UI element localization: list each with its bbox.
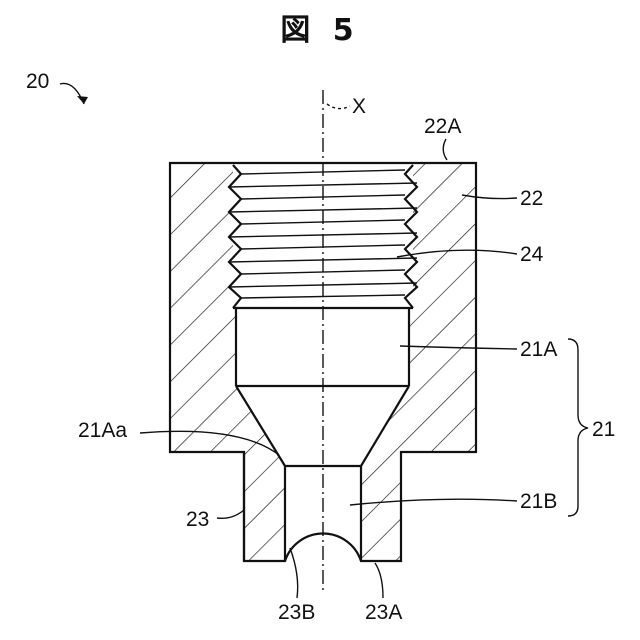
label-body: 22 [520, 187, 543, 210]
tip-leader [217, 510, 244, 518]
label-group: 21 [592, 418, 615, 441]
thread-right [405, 165, 417, 308]
tip-face-leader [375, 563, 383, 598]
label-assembly: 20 [26, 70, 49, 93]
axis-label: X [352, 95, 366, 118]
label-top-face: 22A [424, 115, 461, 138]
assembly-arrow [60, 83, 84, 104]
top-face-leader [443, 139, 447, 160]
label-lower-bore: 21B [520, 490, 557, 513]
label-tip: 23 [186, 508, 209, 531]
assembly-arrowhead [77, 96, 88, 104]
axis-leader [327, 104, 350, 109]
label-notch: 23B [278, 601, 315, 624]
label-edge: 21Aa [78, 419, 127, 442]
group-bracket [568, 339, 588, 516]
right-wall-section [361, 163, 476, 561]
label-upper-bore: 21A [520, 338, 557, 361]
figure-title: 図 5 [280, 13, 359, 48]
label-thread: 24 [520, 243, 544, 266]
notch-leader [290, 548, 298, 598]
label-tip-face: 23A [365, 601, 402, 624]
